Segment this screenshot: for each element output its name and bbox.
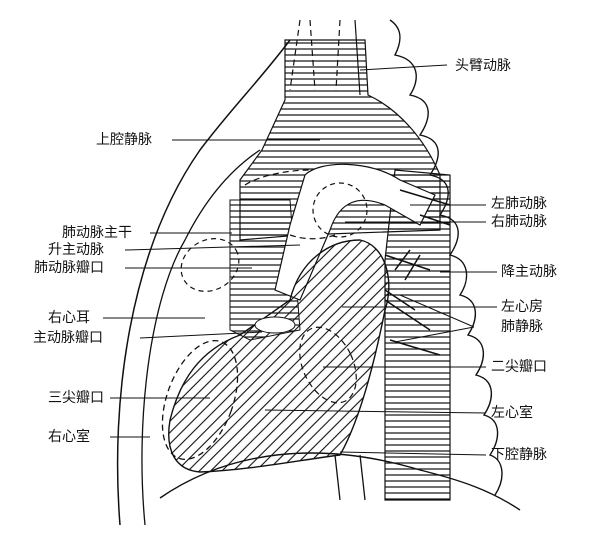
- descending-aorta: [384, 169, 451, 501]
- brachiocephalic-vessel-right: [354, 19, 361, 96]
- pulmonary-vein-branches: [384, 249, 441, 356]
- label-pulmonary-trunk: 肺动脉主干: [62, 225, 132, 241]
- left-ventricle: [168, 239, 390, 473]
- brachiocephalic-vessel: [289, 19, 341, 91]
- label-right-auricle: 右心耳: [48, 310, 90, 326]
- left-outline: [116, 39, 291, 526]
- leader-pulmonary-veins-1: [399, 294, 475, 328]
- label-pulmonary-valve: 肺动脉瓣口: [34, 260, 104, 276]
- label-left-atrium: 左心房: [501, 299, 543, 315]
- label-right-ventricle: 右心室: [48, 429, 90, 445]
- leader-aortic-valve: [139, 331, 263, 339]
- label-brachiocephalic-artery: 头臂动脉: [455, 58, 511, 74]
- leader-left-ventricle: [264, 409, 487, 414]
- leader-ivc: [339, 451, 487, 456]
- label-aortic-valve: 主动脉瓣口: [33, 330, 103, 346]
- label-superior-vena-cava: 上腔静脉: [96, 132, 152, 148]
- left-pulmonary-artery-branch: [399, 189, 451, 226]
- label-descending-aorta: 降主动脉: [501, 264, 557, 280]
- leader-brachiocephalic: [359, 64, 448, 71]
- aortic-arch: [274, 163, 436, 301]
- label-right-pulmonary-artery: 右肺动脉: [491, 214, 547, 230]
- label-ascending-aorta: 升主动脉: [48, 242, 104, 258]
- pulmonary-artery-dash: [244, 169, 336, 240]
- label-left-ventricle: 左心室: [491, 405, 533, 421]
- label-pulmonary-veins: 肺静脉: [501, 319, 543, 335]
- leader-ascending-aorta: [124, 244, 301, 251]
- ivc-lines: [334, 454, 366, 501]
- label-mitral-valve: 二尖瓣口: [491, 359, 547, 375]
- label-tricuspid-valve: 三尖瓣口: [48, 390, 104, 406]
- label-left-pulmonary-artery: 左肺动脉: [491, 196, 547, 212]
- label-inferior-vena-cava: 下腔静脉: [491, 447, 547, 463]
- leader-pulmonary-veins-2: [394, 326, 475, 343]
- vertebra-outline: [389, 19, 503, 496]
